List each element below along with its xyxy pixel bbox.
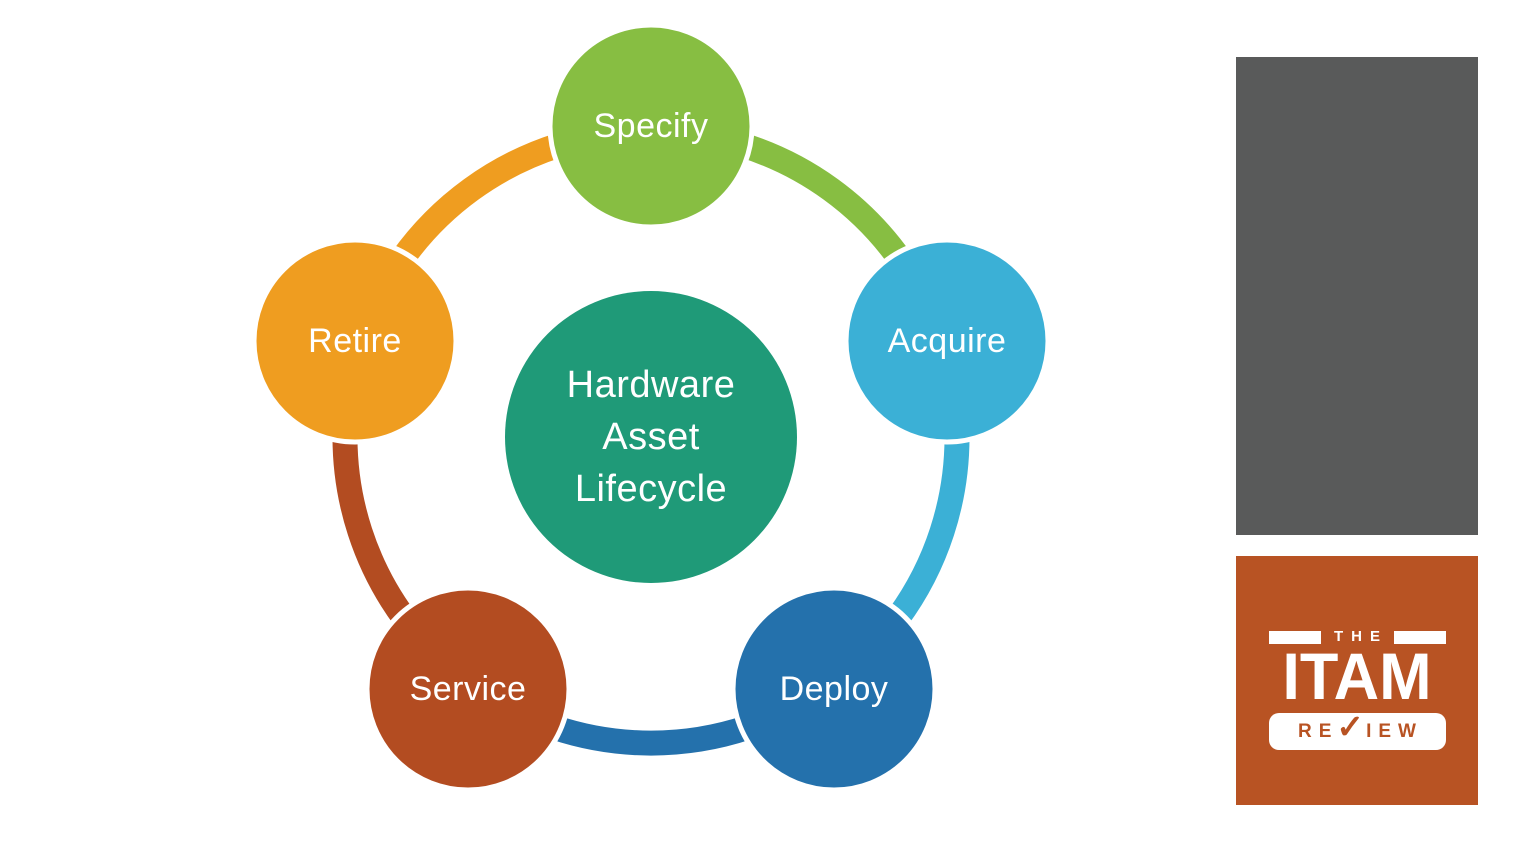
node-acquire-label: Acquire — [888, 322, 1007, 360]
logo-review-prefix: RE — [1298, 720, 1339, 742]
node-service-label: Service — [410, 670, 527, 708]
center-label-line1: Hardware — [567, 364, 736, 406]
node-retire-label: Retire — [308, 322, 402, 360]
logo-review-suffix: IEW — [1366, 720, 1423, 742]
node-service-circle — [364, 585, 572, 793]
center-label-line3: Lifecycle — [575, 468, 727, 510]
image-placeholder-box — [1236, 57, 1478, 535]
node-acquire-circle — [843, 237, 1051, 445]
itam-review-logo: THE ITAM RE✓IEW — [1236, 556, 1478, 805]
center-label-line2: Asset — [602, 416, 700, 458]
node-specify-label: Specify — [594, 107, 709, 145]
logo-bar-right-icon — [1393, 630, 1446, 644]
node-deploy-label: Deploy — [780, 670, 889, 708]
logo-itam-text: ITAM — [1282, 640, 1432, 714]
center-circle — [505, 291, 797, 583]
logo-bar-left-icon — [1268, 630, 1321, 644]
logo-review-box: RE✓IEW — [1268, 710, 1446, 750]
logo-the-row: THE — [1268, 628, 1446, 645]
node-specify-circle — [547, 22, 755, 230]
node-deploy-circle — [730, 585, 938, 793]
logo-the-text: THE — [1334, 628, 1388, 645]
node-retire-circle — [251, 237, 459, 445]
